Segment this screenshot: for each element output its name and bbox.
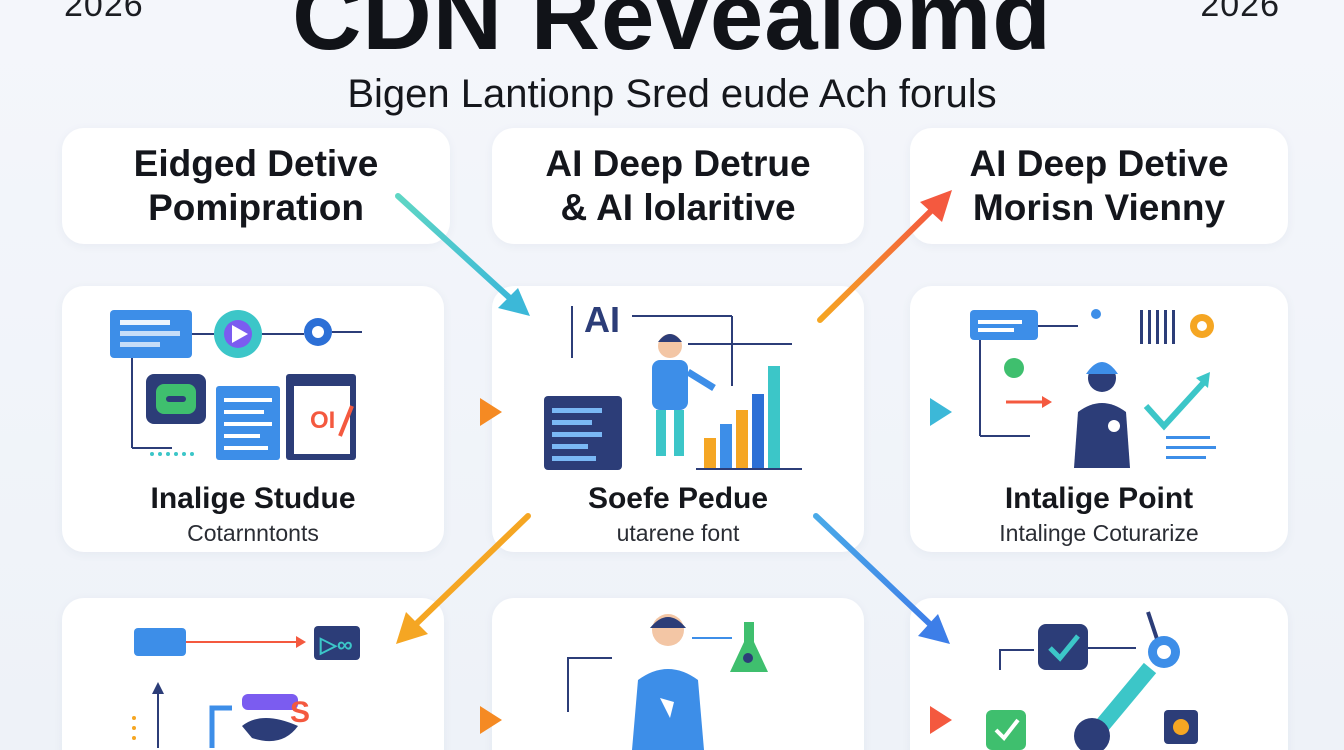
flask-icon: [730, 622, 768, 672]
workflow-illustration: ▷∞ S: [132, 626, 360, 748]
card-2-title: Soefe Pedue: [587, 482, 769, 515]
card-3-title: Intalige Point: [1004, 482, 1194, 515]
heading-card-3: AI Deep Detive Morisn Vienny: [910, 128, 1288, 244]
page-title: CDN Revealomd: [292, 0, 1052, 70]
monitor-icon: [134, 628, 186, 656]
process-card-6: [910, 598, 1288, 750]
heading-1-line-1: Eidged Detive: [133, 143, 379, 184]
year-left: 2026: [64, 0, 144, 24]
dashboard-illustration: OI: [110, 310, 362, 460]
monitor-icon: [970, 310, 1038, 340]
person-icon: [1074, 362, 1130, 468]
robot-arm-icon: [1074, 611, 1180, 750]
scientist-illustration: [567, 614, 768, 750]
year-right: 2026: [1200, 0, 1280, 24]
checkmark-icon: [1048, 634, 1080, 662]
bottom-letter: S: [290, 696, 310, 729]
svg-text:▷∞: ▷∞: [319, 632, 353, 657]
checkmark-icon: [1143, 377, 1209, 431]
card-1-subtitle: Cotarnntonts: [187, 520, 319, 546]
screen-code-label: OI: [310, 407, 335, 434]
engineer-illustration: [970, 309, 1216, 468]
heading-2-line-2: & AI lolaritive: [560, 187, 796, 228]
card-3-subtitle: Intalinge Coturarize: [999, 520, 1199, 546]
heading-2-line-1: AI Deep Detrue: [545, 143, 811, 184]
process-card-5: [492, 598, 864, 750]
card-1-title: Inalige Studue: [150, 482, 356, 515]
person-icon: [632, 614, 704, 750]
process-card-1: OI Inalige Studue Cotarnntonts: [62, 286, 444, 552]
page-subtitle: Bigen Lantionp Sred eude Ach foruls: [347, 72, 997, 116]
process-card-2: AI Soefe Pedue utarene font: [492, 286, 864, 552]
bar-chart-icon: [696, 366, 802, 470]
robotics-illustration: [986, 611, 1198, 750]
process-card-3: Intalige Point Intalinge Coturarize: [910, 286, 1288, 552]
heading-card-2: AI Deep Detrue & AI lolaritive: [492, 128, 864, 244]
heading-card-1: Eidged Detive Pomipration: [62, 128, 450, 244]
person-icon: [652, 334, 716, 456]
play-icon: [232, 325, 248, 343]
ai-badge: AI: [584, 299, 620, 340]
heading-1-line-2: Pomipration: [148, 187, 364, 228]
process-card-4: ▷∞ S: [62, 598, 444, 750]
card-2-subtitle: utarene font: [616, 520, 740, 546]
heading-3-line-2: Morisn Vienny: [972, 187, 1226, 228]
heading-3-line-1: AI Deep Detive: [969, 143, 1229, 184]
analytics-illustration: AI: [544, 299, 802, 470]
